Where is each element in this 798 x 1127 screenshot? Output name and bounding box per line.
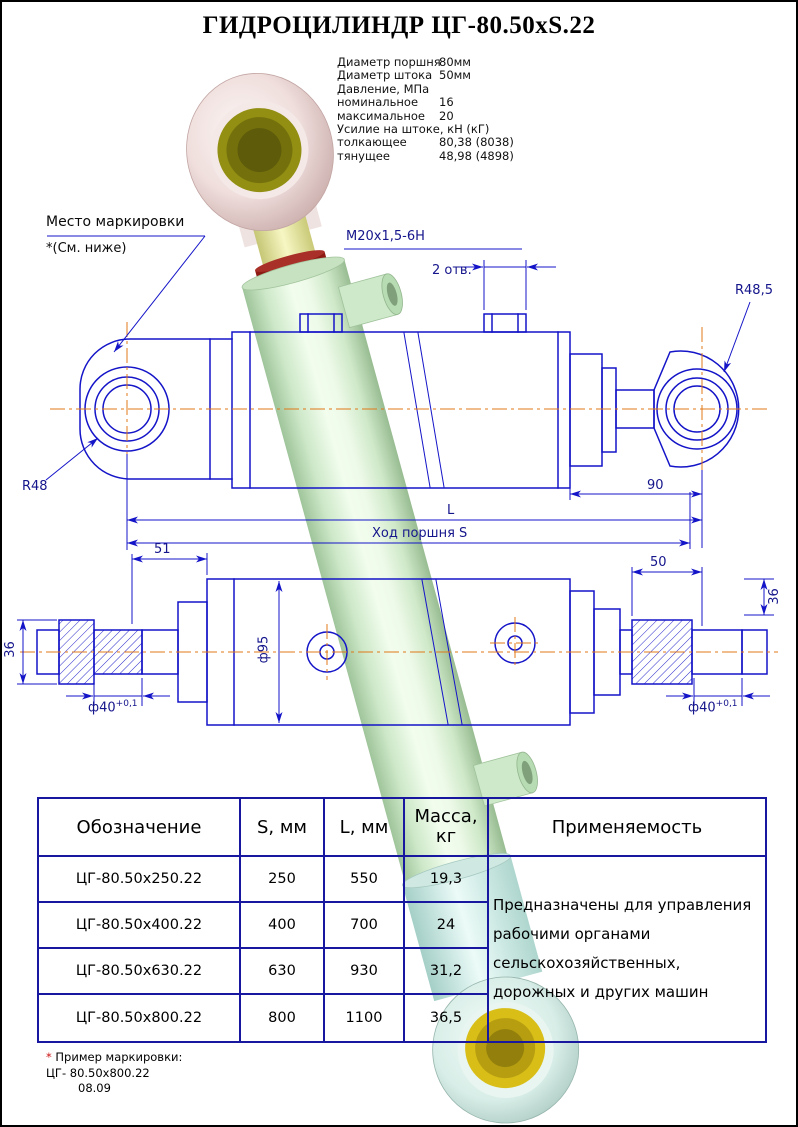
spec-label: тянущее [337, 148, 390, 163]
dia-40-left-label: ф40+0,1 [88, 699, 138, 715]
application-line: сельскохозяйственных, [493, 954, 681, 972]
dia-40-tolerance: +0,1 [715, 699, 738, 709]
application-line: Предназначены для управления [493, 896, 752, 914]
col-header-l: L, мм [325, 799, 405, 857]
spec-value: 80,38 (8038) [439, 135, 514, 150]
port-boss-view [299, 313, 343, 333]
dia-40-right-label: ф40+0,1 [688, 699, 738, 715]
spec-label: Диаметр поршня [337, 55, 441, 69]
cylinder-body-3d [242, 259, 510, 891]
port-boss-view [483, 313, 527, 333]
spec-row: Усилие на штоке, кН (кГ) [337, 122, 514, 137]
spec-value: 48,98 (4898) [439, 148, 514, 163]
thread-spec-label: M20х1,5-6Н [346, 229, 425, 244]
marking-note-line1: Место маркировки [46, 214, 185, 230]
dim-50-label: 50 [650, 555, 667, 570]
spec-label: Усилие на штоке, кН (кГ) [337, 122, 490, 137]
r48-leader-line [45, 437, 99, 481]
dim-51-label: 51 [154, 542, 171, 557]
spec-value: 16 [439, 95, 454, 110]
marking-example-note: * Пример маркировки: ЦГ- 80.50х800.22 08… [46, 1050, 182, 1097]
dia-40-tolerance: +0,1 [115, 699, 138, 709]
dia-40-value: ф40 [688, 700, 716, 716]
dim-stroke-label: Ход поршня S [372, 526, 468, 541]
dia-95-label: ф95 [256, 635, 272, 664]
col-header-mass: Масса,кг [405, 799, 489, 857]
col-header-designation: Обозначение [39, 799, 241, 857]
mass-cell: 24 [405, 903, 489, 949]
page-title: ГИДРОЦИЛИНДР ЦГ-80.50хS.22 [202, 12, 596, 39]
application-cell: Предназначены для управления рабочими ор… [489, 857, 765, 1041]
application-line: рабочими органами [493, 925, 651, 943]
spec-value: 80мм [439, 55, 471, 69]
holes-count-label: 2 отв. [432, 263, 472, 278]
designation-cell: ЦГ-80.50х400.22 [39, 903, 241, 949]
spec-row: максимальное 20 [337, 108, 514, 123]
cylinder-3d-render [186, 73, 580, 1124]
designation-cell: ЦГ-80.50х800.22 [39, 995, 241, 1041]
radius-left-eye-label: R48 [22, 479, 48, 494]
dimension-lines [17, 235, 774, 723]
dim-length-label: L [447, 503, 455, 518]
spec-row: толкающее 80,38 (8038) [337, 135, 514, 150]
dia-40-value: ф40 [88, 700, 116, 716]
designation-cell: ЦГ-80.50х250.22 [39, 857, 241, 903]
s-cell: 630 [241, 949, 325, 995]
dim-36-left-label: 36 [2, 641, 18, 658]
spec-row: тянущее 48,98 (4898) [337, 148, 514, 163]
radius-right-eye-label: R48,5 [735, 283, 773, 298]
s-cell: 400 [241, 903, 325, 949]
r485-leader-line [723, 301, 751, 373]
marking-example-title: * Пример маркировки: [46, 1050, 183, 1064]
dim-90-label: 90 [647, 478, 664, 493]
parts-table: Обозначение S, мм L, мм Масса,кг Применя… [37, 797, 767, 1043]
marking-example-date: 08.09 [78, 1081, 111, 1095]
spec-label: Давление, МПа [337, 81, 430, 96]
mass-cell: 31,2 [405, 949, 489, 995]
mass-cell: 19,3 [405, 857, 489, 903]
red-asterisk: * [46, 1050, 52, 1064]
marking-leader-line [113, 235, 206, 353]
designation-cell: ЦГ-80.50х630.22 [39, 949, 241, 995]
mass-cell: 36,5 [405, 995, 489, 1041]
spec-row: Давление, МПа [337, 81, 514, 96]
l-cell: 1100 [325, 995, 405, 1041]
l-cell: 550 [325, 857, 405, 903]
dim-36-right-label: 36 [766, 588, 782, 605]
cylinder-cap-3d [402, 855, 543, 1002]
spec-label: Диаметр штока [337, 68, 433, 83]
l-cell: 930 [325, 949, 405, 995]
spec-row: Диаметр штока 50мм [337, 68, 514, 83]
spec-row: номинальное 16 [337, 95, 514, 110]
marking-note-line2: *(См. ниже) [46, 241, 127, 256]
spec-label: номинальное [337, 95, 419, 110]
spec-label: толкающее [337, 135, 407, 150]
marking-example-value: ЦГ- 80.50х800.22 [46, 1065, 150, 1080]
rod-eye-housing [653, 350, 740, 468]
spec-value: 50мм [439, 68, 471, 83]
application-line: дорожных и других машин [493, 983, 709, 1001]
col-header-s: S, мм [241, 799, 325, 857]
col-header-application: Применяемость [489, 799, 765, 857]
s-cell: 800 [241, 995, 325, 1041]
l-cell: 700 [325, 903, 405, 949]
spec-value: 20 [439, 108, 454, 123]
spec-label: максимальное [337, 108, 425, 123]
s-cell: 250 [241, 857, 325, 903]
